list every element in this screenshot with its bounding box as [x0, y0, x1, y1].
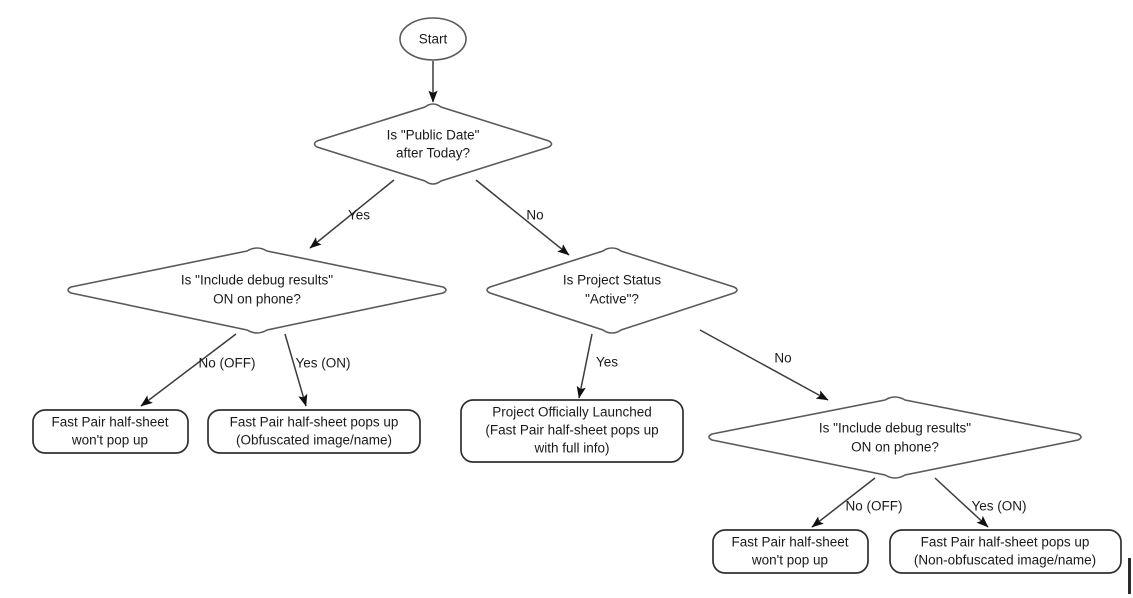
edge-label-d1-yes: Yes [348, 208, 370, 223]
output-right-off-box [712, 529, 869, 574]
output-right-off-line1: Fast Pair half-sheet [731, 535, 848, 550]
decision-debug-right-line1: Is "Include debug results" [819, 421, 971, 436]
edge-labels-layer: Yes No No (OFF) Yes (ON) Yes No No (OFF)… [199, 208, 1027, 514]
decision-debug-right-line2: ON on phone? [851, 440, 939, 455]
page-edge-artifact [1128, 558, 1131, 594]
edge-d2left-yes-to-out-left-on [284, 333, 308, 407]
output-left-off-line2: won't pop up [71, 433, 148, 448]
output-launched-line1: Project Officially Launched [492, 405, 652, 420]
edge-label-d3right-no: No (OFF) [846, 499, 903, 514]
edge-label-d1-no: No [526, 208, 543, 223]
decision-debug-right-diamond [708, 396, 1082, 479]
node-output-left-on[interactable]: Fast Pair half-sheet pops up (Obfuscated… [207, 409, 421, 454]
output-right-on-line2: (Non-obfuscated image/name) [914, 553, 1096, 568]
edges-layer [140, 61, 989, 528]
decision-debug-left-line2: ON on phone? [213, 292, 301, 307]
output-left-on-line1: Fast Pair half-sheet pops up [230, 415, 399, 430]
edge-d2right-yes-to-out-launched [576, 333, 593, 399]
edge-d1-yes-to-d2left [309, 179, 395, 249]
edge-label-d2right-yes: Yes [596, 355, 618, 370]
decision-public-date-line1: Is "Public Date" [387, 128, 480, 143]
edge-d1-no-to-d2right [475, 179, 570, 256]
output-right-on-box [889, 529, 1122, 574]
output-right-off-line2: won't pop up [751, 553, 828, 568]
start-label: Start [419, 32, 448, 47]
edge-d3right-yes-to-out-right-on [934, 477, 989, 528]
edge-d3right-no-to-out-right-off [811, 477, 876, 528]
edge-label-d2left-yes: Yes (ON) [295, 356, 350, 371]
decision-debug-left-diamond [67, 247, 447, 334]
decision-public-date-line2: after Today? [396, 146, 470, 161]
node-start[interactable]: Start [399, 17, 467, 61]
node-decision-debug-left[interactable]: Is "Include debug results" ON on phone? [67, 247, 447, 334]
start-ellipse [399, 17, 467, 61]
edge-label-d2right-no: No [774, 351, 791, 366]
decision-debug-left-line1: Is "Include debug results" [181, 273, 333, 288]
output-left-off-box [32, 409, 189, 454]
node-output-launched[interactable]: Project Officially Launched (Fast Pair h… [460, 399, 684, 463]
edge-label-d2left-no: No (OFF) [199, 356, 256, 371]
output-left-on-line2: (Obfuscated image/name) [236, 433, 392, 448]
node-decision-public-date[interactable]: Is "Public Date" after Today? [313, 103, 553, 185]
output-left-on-box [207, 409, 421, 454]
node-decision-debug-right[interactable]: Is "Include debug results" ON on phone? [708, 396, 1082, 479]
edge-d2left-no-to-out-left-off [140, 333, 237, 407]
node-output-right-off[interactable]: Fast Pair half-sheet won't pop up [712, 529, 869, 574]
output-launched-box [460, 399, 684, 463]
output-launched-line3: with full info) [533, 441, 609, 456]
node-decision-project-status[interactable]: Is Project Status "Active"? [486, 247, 738, 334]
output-left-off-line1: Fast Pair half-sheet [51, 415, 168, 430]
edge-label-d3right-yes: Yes (ON) [971, 499, 1026, 514]
output-right-on-line1: Fast Pair half-sheet pops up [921, 535, 1090, 550]
decision-project-status-diamond [486, 247, 738, 334]
output-launched-line2: (Fast Pair half-sheet pops up [485, 423, 658, 438]
node-output-right-on[interactable]: Fast Pair half-sheet pops up (Non-obfusc… [889, 529, 1122, 574]
decision-public-date-diamond [313, 103, 553, 185]
decision-project-status-line2: "Active"? [585, 292, 639, 307]
decision-project-status-line1: Is Project Status [563, 273, 662, 288]
edge-d2right-no-to-d3right [699, 329, 829, 401]
node-output-left-off[interactable]: Fast Pair half-sheet won't pop up [32, 409, 189, 454]
